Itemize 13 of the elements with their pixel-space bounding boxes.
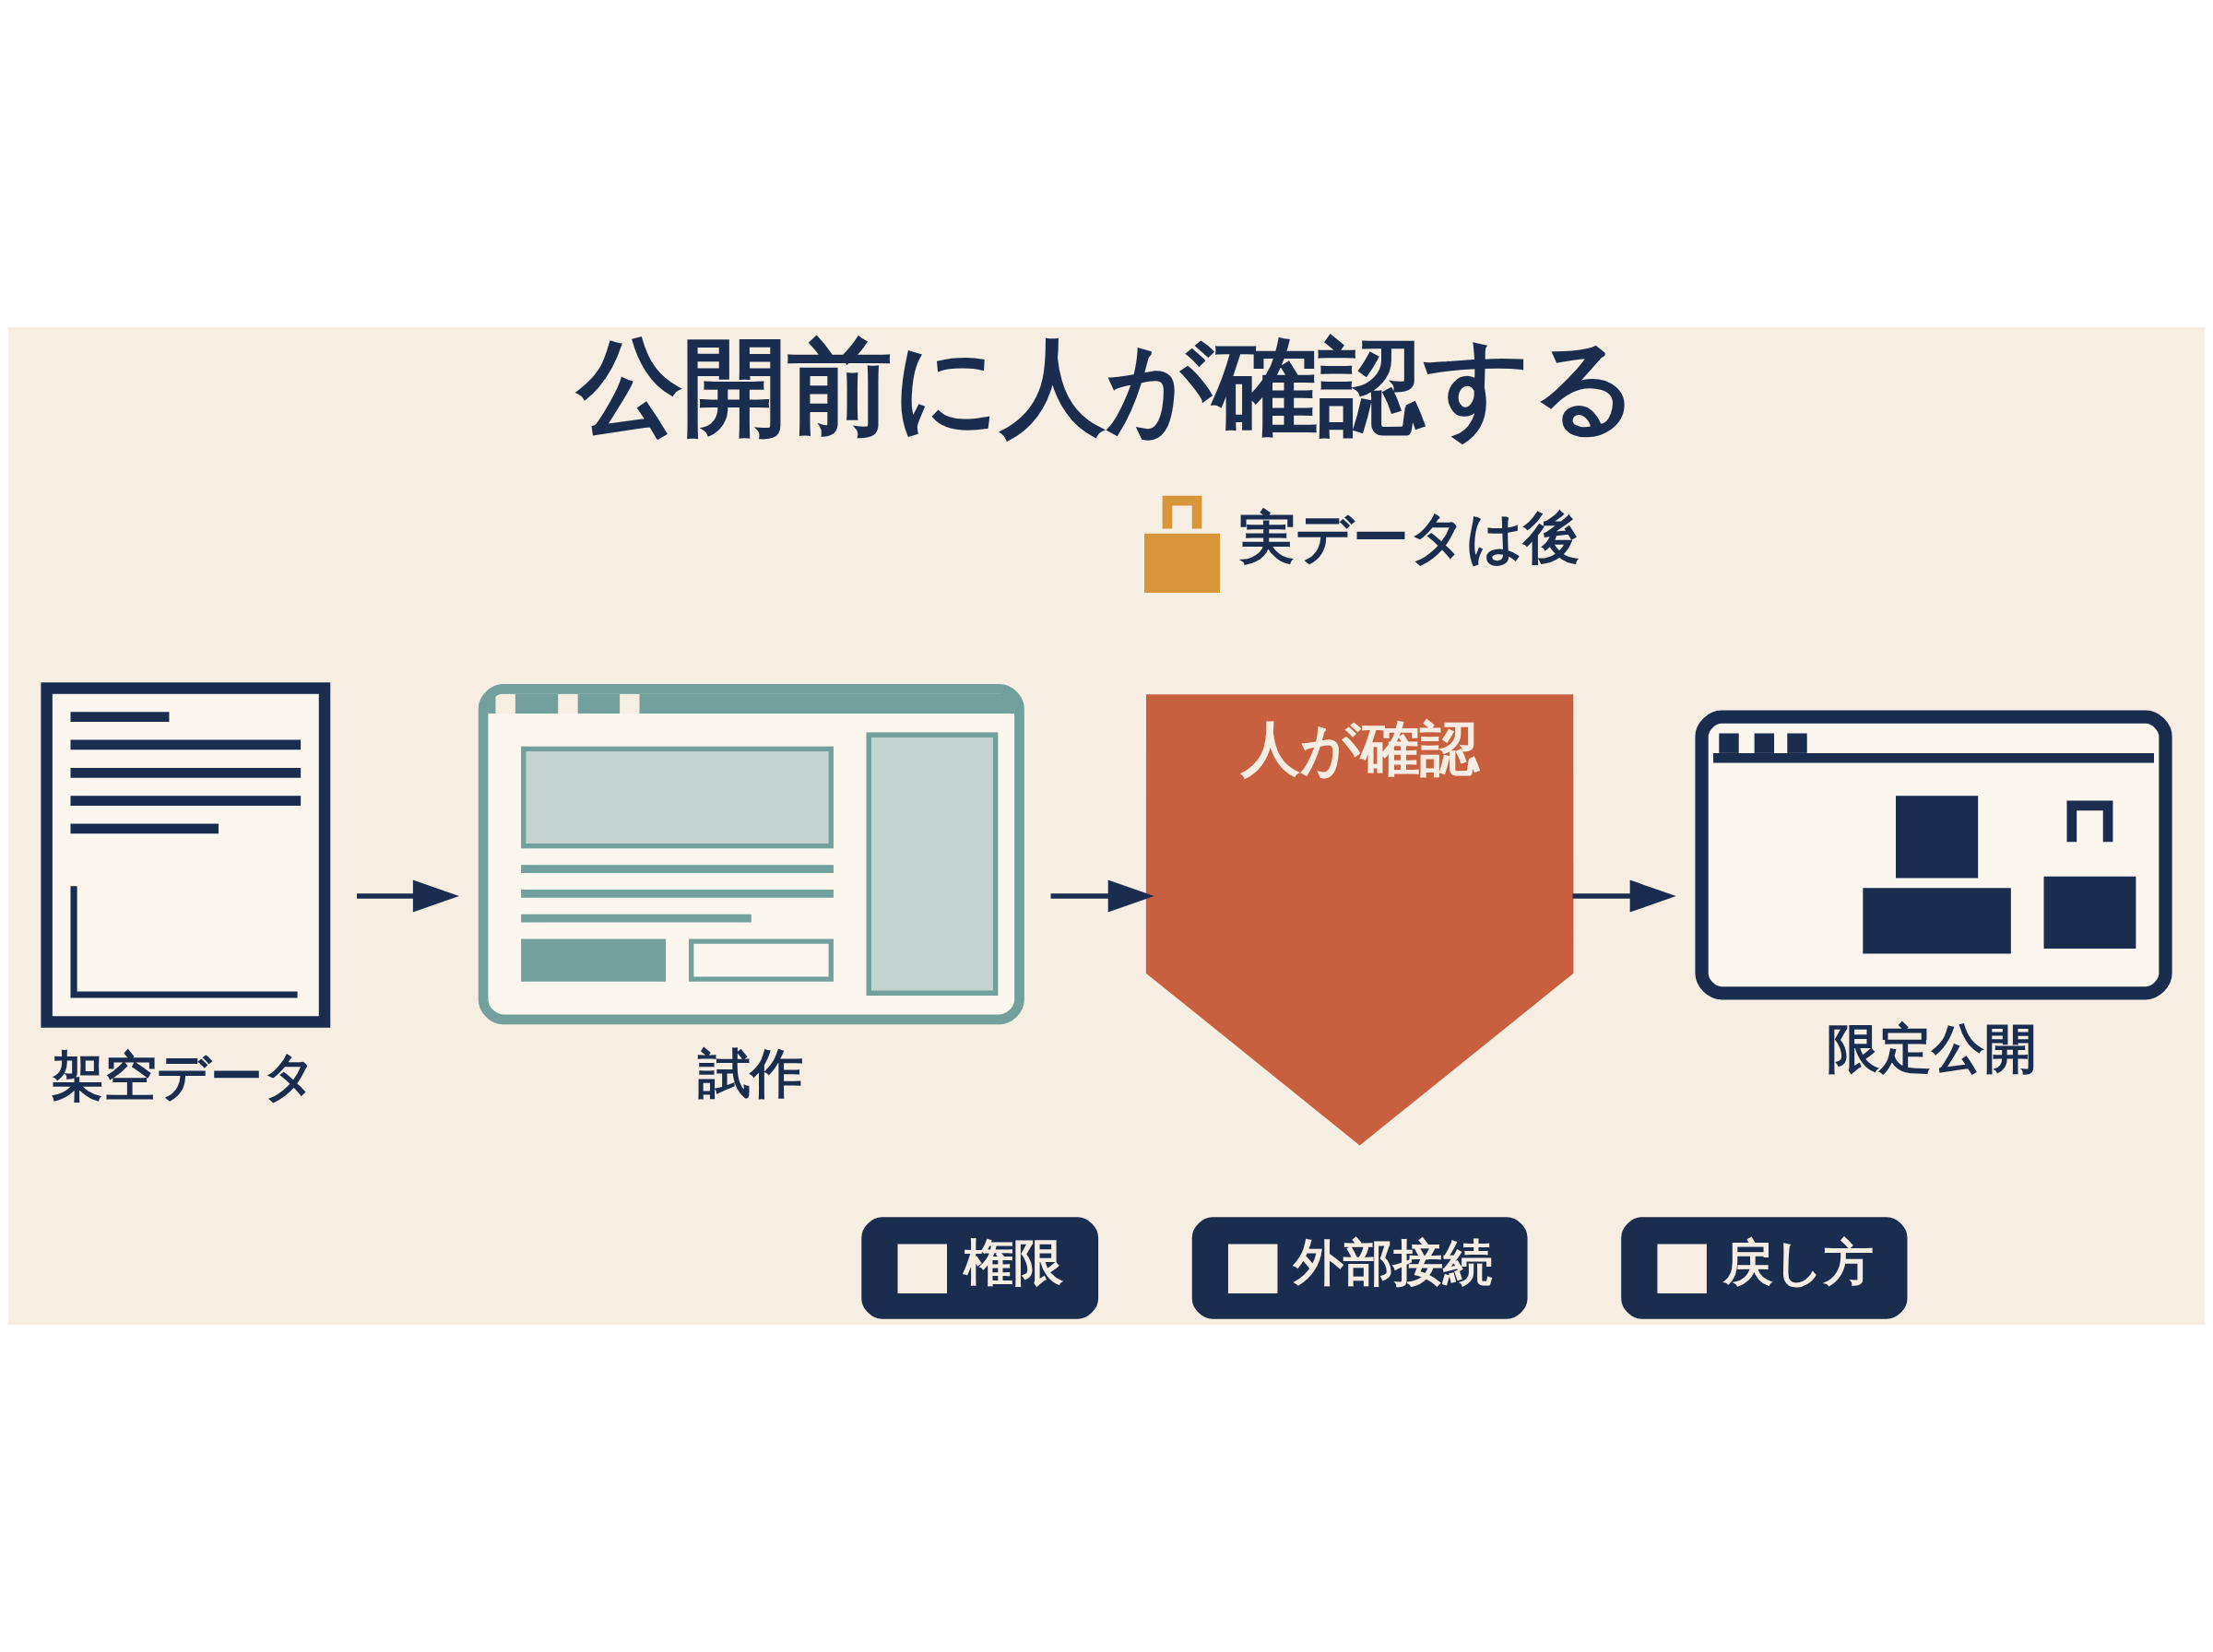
arrow [1572,879,1676,913]
node-box: 権限 [861,1217,1099,1319]
node-label: 実データは後 [1239,505,1580,571]
node-box: 戻し方 [1621,1217,1908,1319]
node-box [1695,710,2172,1000]
node-label: 限定公開 [1827,1017,2038,1079]
node-label: 架空データ [51,1045,316,1107]
node-box: 外部接続 [1191,1217,1528,1319]
node-box [478,684,1024,1025]
diagram-title: 公開前に人が確認する [576,324,1639,448]
node-label: 試作 [697,1042,803,1103]
arrow [1050,879,1154,913]
arrow [357,879,459,913]
